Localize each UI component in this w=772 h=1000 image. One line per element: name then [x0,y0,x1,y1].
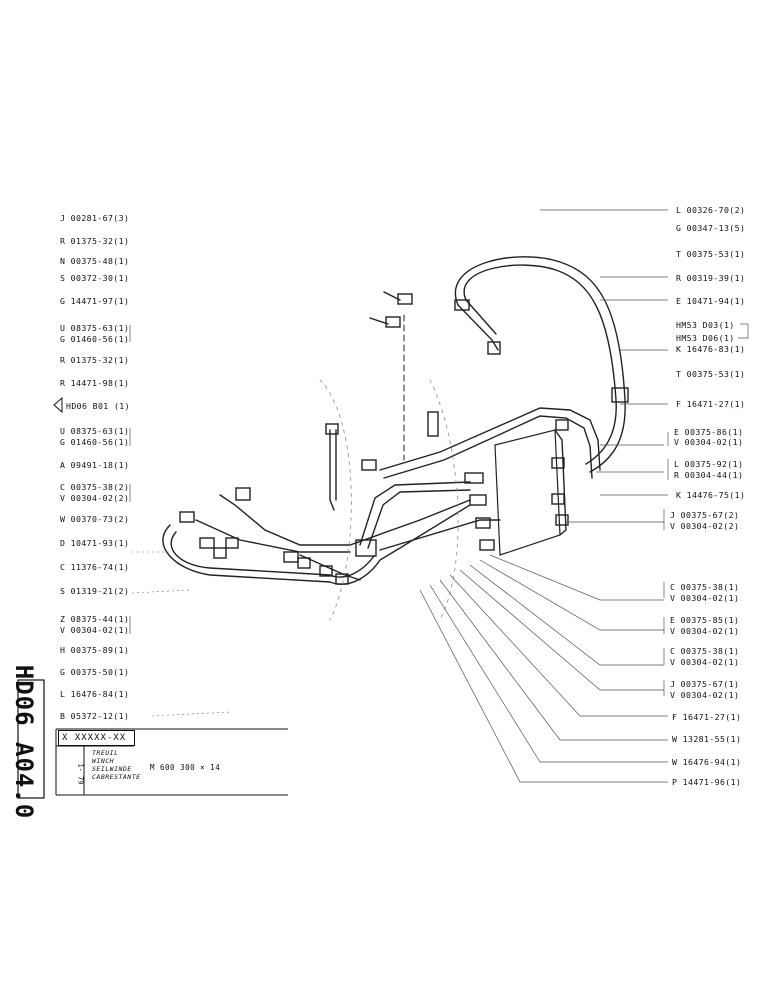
part-label: H 00375-89(1) [60,645,130,655]
part-label: K 14476-75(1) [676,490,746,500]
part-label: W 13281-55(1) [672,734,742,744]
part-label: A 09491-18(1) [60,460,130,470]
part-label: E 00375-86(1) [674,427,744,437]
part-label: HM53 D03(1) [676,320,735,330]
part-label: G 00375-50(1) [60,667,130,677]
sheet-code: HD06 A04.0 [10,664,38,820]
part-label: F 16471-27(1) [676,399,746,409]
part-label: V 00304-02(1) [670,593,740,603]
part-label: E 10471-94(1) [676,296,746,306]
lower-loop-pipe [162,504,471,585]
part-label: R 01375-32(1) [60,355,130,365]
valve-block [494,429,561,556]
part-label: V 00304-02(1) [60,625,130,635]
part-label: J 00375-67(2) [670,510,740,520]
part-label: C 00375-38(2) [60,482,130,492]
part-label: G 01460-56(1) [60,334,130,344]
arc-pipe-inner [463,264,617,465]
title-name-de: SEILWINDE [92,765,132,773]
part-label: V 00304-02(2) [60,493,130,503]
part-label: F 16471-27(1) [672,712,742,722]
title-name-en: WINCH [92,757,115,765]
part-label: V 00304-02(1) [670,657,740,667]
part-label: HD06 B01 (1) [66,401,130,411]
title-name-fr: TREUIL [92,749,119,757]
title-page-ref: 1- 79 [76,763,85,785]
part-label: P 14471-96(1) [672,777,742,787]
part-label: N 00375-48(1) [60,256,130,266]
title-name-es: CABRESTANTE [92,773,141,781]
part-label: G 14471-97(1) [60,296,130,306]
title-model: M 600 300 × 14 [150,763,221,772]
part-label: V 00304-02(1) [674,437,744,447]
part-label: R 01375-32(1) [60,236,130,246]
arc-pipe [454,256,626,473]
part-label: U 08375-63(1) [60,323,130,333]
part-label: G 01460-56(1) [60,437,130,447]
sheet-code-box: HD06 A04.0 [4,665,44,820]
part-label: B 05372-12(1) [60,711,130,721]
part-label: W 00370-73(2) [60,514,130,524]
part-label: C 00375-38(1) [670,646,740,656]
part-label: R 00304-44(1) [674,470,744,480]
part-label: C 00375-38(1) [670,582,740,592]
part-label: E 00375-85(1) [670,615,740,625]
part-label: D 10471-93(1) [60,538,130,548]
part-label: V 00304-02(2) [670,521,740,531]
upper-pipe [379,407,601,471]
part-label: Z 08375-44(1) [60,614,130,624]
part-label: L 00326-70(2) [676,205,746,215]
part-label: K 16476-83(1) [676,344,746,354]
part-label: J 00281-67(3) [60,213,130,223]
part-label: V 00304-02(1) [670,690,740,700]
part-label: U 08375-63(1) [60,426,130,436]
part-label: W 16476-94(1) [672,757,742,767]
part-label: L 00375-92(1) [674,459,744,469]
part-label: S 00372-30(1) [60,273,130,283]
title-code: X XXXXX-XX [58,730,135,746]
part-label: G 00347-13(5) [676,223,746,233]
part-label: HM53 D06(1) [676,333,735,343]
part-label: R 00319-39(1) [676,273,746,283]
part-label: V 00304-02(1) [670,626,740,636]
part-label: T 00375-53(1) [676,369,746,379]
arrow-marker-icon [53,396,63,414]
part-label: R 14471-98(1) [60,378,130,388]
part-label: T 00375-53(1) [676,249,746,259]
part-label: S 01319-21(2) [60,586,130,596]
part-label: C 11376-74(1) [60,562,130,572]
part-label: L 16476-84(1) [60,689,130,699]
part-label: J 00375-67(1) [670,679,740,689]
